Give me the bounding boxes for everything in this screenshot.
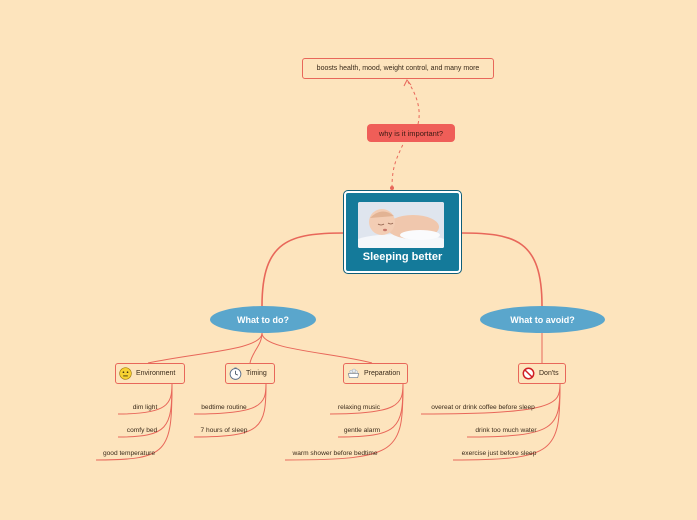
link-central-todo [261, 232, 346, 307]
timing-node[interactable]: Timing [225, 363, 275, 384]
environment-label: Environment [136, 370, 176, 377]
timing-label: Timing [246, 370, 267, 377]
environment-node[interactable]: Environment [115, 363, 185, 384]
leaf-exercise-before-sleep[interactable]: exercise just before sleep [461, 450, 537, 457]
link-why-answer [407, 81, 420, 125]
leaf-drink-water[interactable]: drink too much water [475, 427, 537, 434]
link-donts-leaf3 [452, 383, 561, 461]
leaf-warm-shower[interactable]: warm shower before bedtime [292, 450, 378, 457]
why-answer-node[interactable]: boosts health, mood, weight control, and… [302, 58, 494, 79]
leaf-seven-hours-sleep[interactable]: 7 hours of sleep [200, 427, 248, 434]
why-answer-label: boosts health, mood, weight control, and… [316, 65, 480, 72]
neutral-face-icon [119, 367, 132, 380]
preparation-node[interactable]: Preparation [343, 363, 408, 384]
link-prep-leaf3 [284, 383, 404, 461]
link-arrowhead [403, 79, 412, 87]
leaf-bedtime-routine[interactable]: bedtime routine [201, 404, 247, 411]
link-todo-environment [147, 332, 263, 364]
clock-icon [229, 367, 242, 380]
central-topic-title: Sleeping better [362, 251, 443, 263]
what-to-do-label: What to do? [237, 314, 289, 325]
link-todo-preparation [261, 332, 373, 364]
leaf-comfy-bed[interactable]: comfy bed [126, 427, 158, 434]
why-important-label: why is it important? [378, 128, 444, 138]
prohibited-icon [522, 367, 535, 380]
what-to-avoid-node[interactable]: What to avoid? [480, 306, 605, 333]
donts-node[interactable]: Don'ts [518, 363, 566, 384]
link-env-leaf3 [95, 383, 173, 461]
link-central-avoid [460, 232, 543, 307]
link-anchor-dot [390, 186, 394, 190]
what-to-avoid-label: What to avoid? [510, 314, 575, 325]
bath-icon [347, 368, 360, 379]
leaf-gentle-alarm[interactable]: gentle alarm [343, 427, 381, 434]
leaf-relaxing-music[interactable]: relaxing music [337, 404, 381, 411]
leaf-good-temperature[interactable]: good temperature [102, 450, 156, 457]
leaf-overeat-coffee[interactable]: overeat or drink coffee before sleep [431, 404, 535, 411]
link-todo-timing [249, 332, 263, 364]
sleeping-baby-image [358, 202, 444, 248]
donts-label: Don'ts [539, 370, 559, 377]
leaf-dim-light[interactable]: dim light [132, 404, 158, 411]
preparation-label: Preparation [364, 370, 401, 377]
why-important-node[interactable]: why is it important? [367, 124, 455, 142]
link-central-why [391, 141, 405, 189]
what-to-do-node[interactable]: What to do? [210, 306, 316, 333]
link-timing-leaf2 [193, 383, 267, 438]
central-topic[interactable]: Sleeping better [344, 191, 461, 273]
